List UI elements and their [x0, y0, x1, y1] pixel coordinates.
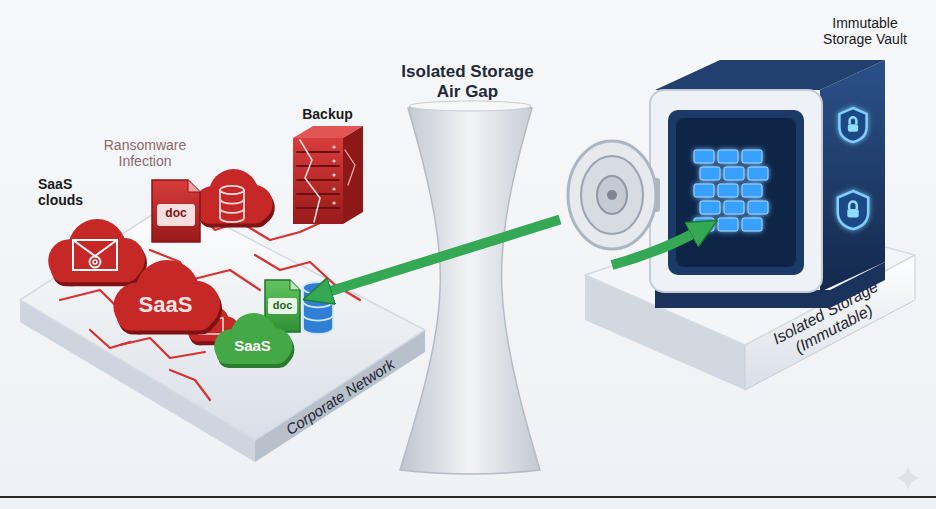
saas-cloud: SaaS clouds	[30, 172, 150, 297]
storage-platform: Isolated Storage (Immutable)Immutable St…	[545, 200, 920, 395]
node-text: Backup	[290, 106, 365, 122]
node-text: SaaS	[215, 337, 290, 354]
node-text: SaaS	[118, 292, 213, 317]
air-gap: Isolated Storage Air Gap	[385, 58, 550, 480]
node-text: SaaS clouds	[38, 176, 100, 208]
restore-arrow	[322, 220, 560, 294]
backup-server-outline	[285, 105, 370, 230]
network-platform: Corporate NetworkSaaS cloudsdocSaaSdocSa…	[10, 130, 430, 465]
annotation-label: Ransomware Infection	[95, 137, 195, 169]
storage-vault-outline	[560, 15, 910, 315]
saas-cloud: SaaS	[105, 262, 225, 347]
node-text: doc	[152, 207, 200, 221]
saas-cloud: SaaS	[208, 318, 298, 376]
air-gap-outline	[385, 58, 550, 480]
network-platform-outline	[10, 130, 430, 465]
backup-server: Backup	[285, 105, 370, 230]
document-icon: doc	[150, 178, 202, 244]
node-text: Immutable Storage Vault	[815, 15, 915, 47]
node-text: Isolated Storage Air Gap	[390, 62, 545, 101]
storage-vault: Immutable Storage Vault	[560, 15, 910, 315]
node-text: doc	[265, 299, 300, 312]
